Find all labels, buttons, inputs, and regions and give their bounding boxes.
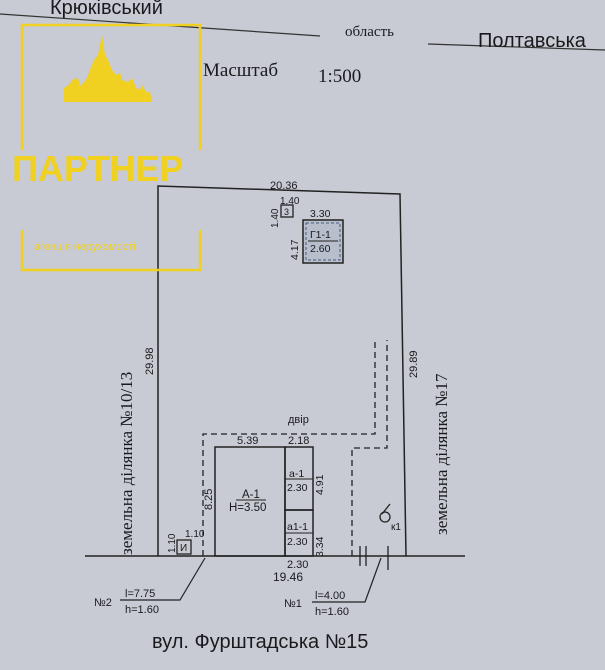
annex1-label: а-1	[289, 468, 304, 480]
well-icon	[379, 511, 391, 523]
fence2-length: l=7.75	[125, 588, 155, 600]
scale-value: 1:500	[318, 66, 361, 87]
yard-label: двір	[288, 414, 309, 426]
district-value: Крюківський	[50, 0, 163, 19]
fence1-height: h=1.60	[315, 606, 349, 618]
toilet-width: 1.40	[280, 196, 300, 207]
fence2-number: №2	[94, 597, 112, 609]
annex1-depth: 4.91	[314, 474, 326, 495]
left-length: 29.98	[144, 347, 156, 375]
fence1-number: №1	[284, 598, 302, 610]
annex2-label: а1-1	[287, 521, 308, 533]
annex1-height: 2.30	[287, 482, 308, 494]
house-height: Н=3.50	[229, 502, 266, 514]
annex2-height: 2.30	[287, 536, 308, 548]
header: Крюківський область Полтавська Масштаб 1…	[0, 0, 605, 87]
house-label: А-1	[242, 489, 260, 501]
garage-width: 3.30	[310, 208, 331, 220]
region-value: Полтавська	[478, 30, 587, 52]
right-length: 29.89	[408, 350, 420, 378]
agency-brand: ПАРТНЕР	[12, 148, 183, 189]
well-label: к1	[391, 522, 401, 533]
shed-height: 1.10	[167, 533, 178, 553]
bottom-length: 19.46	[273, 570, 303, 584]
shed-width: 1.10	[185, 529, 205, 540]
house-width: 5.39	[237, 435, 258, 447]
toilet-box	[280, 204, 294, 218]
region-label: область	[345, 24, 394, 40]
shed-label: И	[180, 543, 187, 554]
shed-box	[176, 539, 192, 555]
agency-tagline: агенція нерухомості	[34, 241, 136, 253]
garage-depth: 4.17	[289, 239, 301, 260]
fence1-length: l=4.00	[315, 590, 345, 602]
house-depth: 8.25	[203, 489, 215, 510]
agency-watermark: ПАРТНЕР агенція нерухомості	[12, 23, 202, 272]
gate-marks	[359, 546, 389, 570]
toilet-height: 1.40	[270, 208, 281, 228]
toilet-label: 3	[284, 207, 289, 217]
fence2-height: h=1.60	[125, 604, 159, 616]
annex2-depth: 3.34	[314, 536, 326, 557]
right-neighbor: земельна ділянка №17	[432, 373, 451, 535]
house-outline	[214, 446, 314, 557]
scale-label: Масштаб	[203, 60, 278, 81]
garage-label: Г1-1	[310, 229, 331, 241]
city-skyline-icon	[64, 35, 152, 102]
annex2-width: 2.30	[287, 559, 308, 571]
top-length: 20.36	[270, 180, 298, 192]
street-label: вул. Фурштадська №15	[152, 631, 368, 653]
annex1-width: 2.18	[288, 435, 309, 447]
yard-outline	[202, 340, 388, 556]
garage-height: 2.60	[310, 243, 331, 255]
left-neighbor: земельна ділянка №10/13	[117, 372, 136, 555]
